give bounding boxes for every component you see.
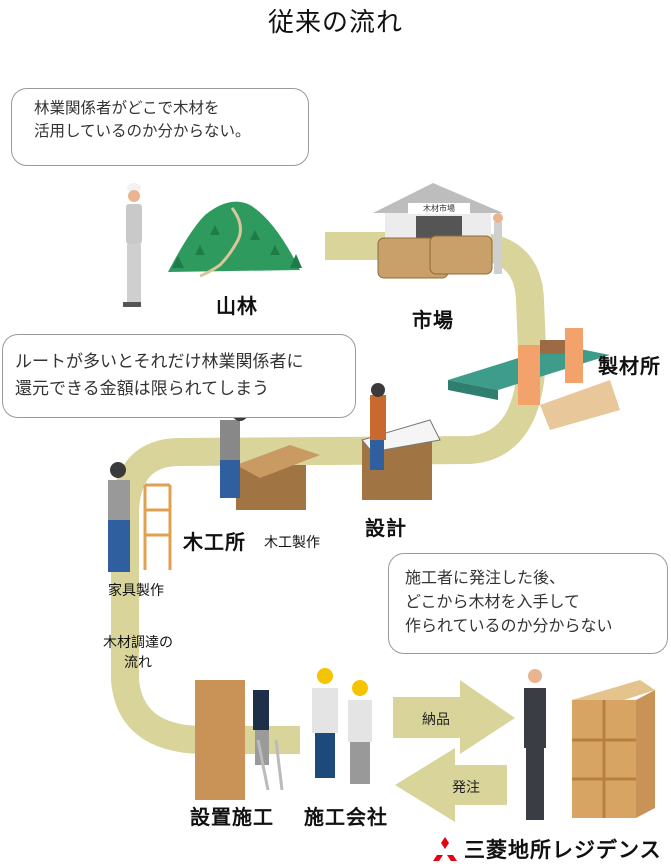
stage-label-sawmill: 製材所 [598,354,661,378]
market-building-illustration [373,183,503,279]
stage-label-contractor: 施工会社 [304,805,388,829]
forestry-worker-illustration [123,183,142,307]
sawmill-illustration [448,328,620,430]
speech-bubble-forestry: 林業関係者がどこで木材を 活用しているのか分からない。 [11,88,309,166]
forest-mountain-illustration [168,201,302,278]
installation-illustration [195,680,284,800]
speech-bubble-client: 施工者に発注した後、 どこから木材を入手して 作られているのか分からない [388,553,668,654]
stage-label-market: 市場 [412,308,454,332]
delivery-arrow [393,680,515,754]
stage-sublabel-woodshop: 木工製作 [264,535,320,551]
stage-label-installation: 設置施工 [190,805,274,829]
stage-sublabel-furniture: 家具製作 [108,583,164,599]
logo-text: 三菱地所レジデンス [464,838,662,862]
bookshelf-illustration [572,680,655,818]
company-logo: 三菱地所レジデンス [432,834,662,864]
contractors-illustration [312,668,372,784]
delivery-arrow-label: 納品 [422,712,450,728]
flow-label: 木材調達の 流れ [103,635,173,671]
speech-bubble-route: ルートが多いとそれだけ林業関係者に 還元できる金額は限られてしまう [2,334,356,418]
woodshop-illustration [220,405,320,510]
stage-label-forest: 山林 [216,294,258,318]
page-title: 従来の流れ [267,8,403,38]
stage-label-woodshop: 木工所 [183,530,246,554]
designer-illustration [361,383,441,500]
wood-flow-path [111,232,547,754]
furniture-maker-illustration [108,462,172,572]
three-diamonds-icon [433,837,457,861]
order-arrow-label: 発注 [452,780,480,796]
client-illustration [524,669,546,820]
market-sign: 木材市場 [423,203,455,213]
order-arrow [395,748,507,822]
stage-label-design: 設計 [365,516,407,540]
